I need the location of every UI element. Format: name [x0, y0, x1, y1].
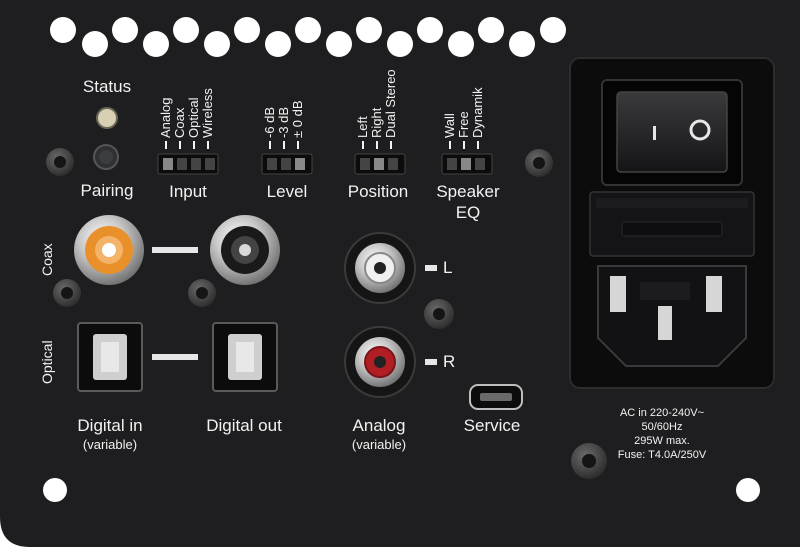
- level-dip-switch[interactable]: [261, 153, 313, 175]
- coax-output-jack[interactable]: [210, 215, 280, 285]
- eq-option-dynamik: Dynamik: [470, 87, 485, 138]
- vent-hole: [295, 17, 321, 43]
- left-channel-label: L: [443, 258, 453, 277]
- input-option-wireless: Wireless: [200, 88, 215, 138]
- power-rocker-switch[interactable]: [616, 91, 728, 173]
- power-specification: AC in 220-240V~ 50/60Hz 295W max. Fuse: …: [597, 406, 727, 462]
- position-option-dual-stereo: Dual Stereo: [383, 69, 398, 138]
- vent-hole: [265, 31, 291, 57]
- switch-option-ticks: [165, 141, 479, 149]
- power-spec-wattage: 295W max.: [634, 435, 690, 447]
- screw-icon: [53, 279, 81, 307]
- analog-label: Analog: [352, 416, 406, 435]
- position-dip-switch[interactable]: [354, 153, 406, 175]
- vent-hole: [143, 31, 169, 57]
- vent-hole: [448, 31, 474, 57]
- screw-icon: [46, 148, 74, 176]
- vent-hole: [326, 31, 352, 57]
- screw-icon: [571, 443, 607, 479]
- digital-out-label: Digital out: [206, 416, 282, 435]
- position-option-right: Right: [369, 107, 384, 138]
- analog-left-jack[interactable]: [344, 232, 416, 304]
- position-option-left: Left: [355, 116, 370, 138]
- analog-sublabel: (variable): [351, 437, 407, 452]
- vent-hole: [356, 17, 382, 43]
- status-led: [96, 107, 118, 129]
- coax-row-label: Coax: [39, 243, 55, 276]
- input-label: Input: [169, 182, 207, 201]
- speaker-eq-label-line2: EQ: [455, 203, 481, 222]
- right-channel-mark: [425, 359, 437, 365]
- service-label: Service: [463, 416, 521, 435]
- input-option-analog: Analog: [158, 97, 173, 138]
- optical-input-port[interactable]: [77, 322, 143, 392]
- connector-line: [152, 247, 198, 253]
- vent-hole: [82, 31, 108, 57]
- input-option-optical: Optical: [186, 97, 201, 138]
- status-label: Status: [82, 77, 132, 96]
- vent-hole: [173, 17, 199, 43]
- connector-line: [152, 354, 198, 360]
- level-option-zero: ± 0 dB: [290, 100, 305, 139]
- vent-hole: [509, 31, 535, 57]
- eq-option-free: Free: [456, 111, 471, 138]
- analog-right-jack[interactable]: [344, 326, 416, 398]
- digital-in-sublabel: (variable): [82, 437, 138, 452]
- mounting-hole: [736, 478, 760, 502]
- input-option-coax: Coax: [172, 107, 187, 138]
- power-spec-frequency: 50/60Hz: [641, 421, 683, 433]
- level-option-minus6: -6 dB: [262, 106, 277, 138]
- speaker-eq-dip-switch[interactable]: [441, 153, 493, 175]
- screw-icon: [525, 149, 553, 177]
- vent-hole: [112, 17, 138, 43]
- level-label: Level: [266, 182, 308, 201]
- optical-output-port[interactable]: [212, 322, 278, 392]
- screw-icon: [424, 299, 454, 329]
- vent-hole: [417, 17, 443, 43]
- vent-hole: [204, 31, 230, 57]
- right-channel-label: R: [443, 352, 456, 371]
- screw-icon: [188, 279, 216, 307]
- vent-hole: [234, 17, 260, 43]
- left-channel-mark: [425, 265, 437, 271]
- digital-in-label: Digital in: [77, 416, 143, 435]
- mounting-hole: [43, 478, 67, 502]
- level-option-minus3: -3 dB: [276, 106, 291, 138]
- vent-holes: [50, 17, 566, 57]
- speaker-eq-label-line1: Speaker: [436, 182, 500, 201]
- iec-power-inlet[interactable]: [597, 265, 747, 367]
- input-dip-switch[interactable]: [157, 153, 219, 175]
- vent-hole: [387, 31, 413, 57]
- coax-input-jack[interactable]: [74, 215, 144, 285]
- vent-hole: [478, 17, 504, 43]
- power-spec-fuse: Fuse: T4.0A/250V: [617, 449, 707, 461]
- position-label: Position: [347, 182, 409, 201]
- power-spec-voltage: AC in 220-240V~: [619, 407, 705, 419]
- optical-row-label: Optical: [39, 340, 55, 384]
- pairing-label: Pairing: [80, 181, 134, 200]
- eq-option-wall: Wall: [442, 113, 457, 138]
- vent-hole: [540, 17, 566, 43]
- fuse-drawer[interactable]: [589, 191, 755, 257]
- service-usb-port[interactable]: [469, 384, 523, 410]
- vent-hole: [50, 17, 76, 43]
- pairing-button[interactable]: [93, 144, 119, 170]
